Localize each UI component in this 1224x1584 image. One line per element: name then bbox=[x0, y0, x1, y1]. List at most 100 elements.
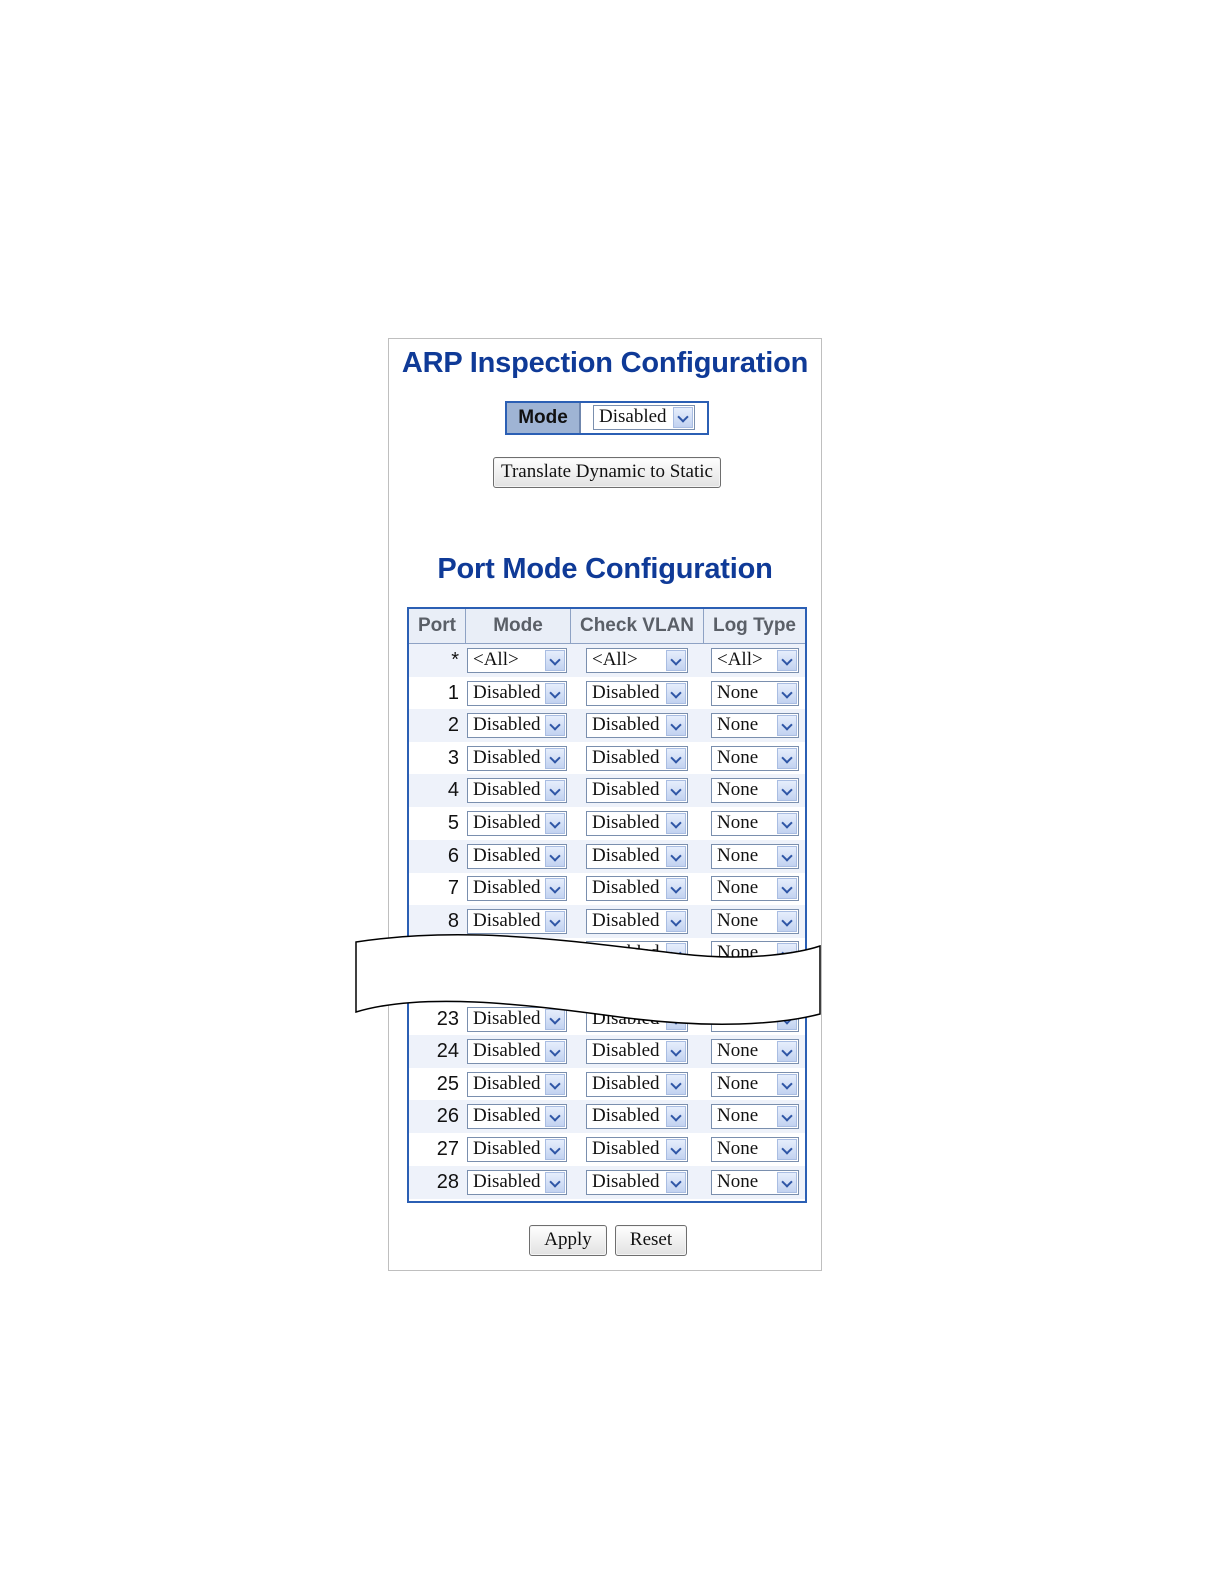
log-type-select[interactable]: None bbox=[711, 811, 799, 836]
port-mode-select[interactable]: Disabled bbox=[467, 1104, 567, 1130]
chevron-down-icon[interactable] bbox=[666, 1171, 686, 1193]
check-vlan-select[interactable]: Disabled bbox=[586, 1039, 688, 1065]
check-vlan-select[interactable]: Disabled bbox=[586, 1137, 688, 1162]
chevron-down-icon[interactable] bbox=[673, 407, 693, 428]
chevron-down-icon[interactable] bbox=[545, 845, 565, 867]
port-mode-select[interactable]: Disabled bbox=[467, 876, 567, 902]
chevron-down-icon[interactable] bbox=[545, 910, 565, 932]
log-type-select[interactable]: None bbox=[711, 843, 799, 869]
check-vlan-select[interactable]: Disabled bbox=[586, 1071, 688, 1097]
chevron-down-icon[interactable] bbox=[545, 780, 565, 802]
port-mode-select[interactable]: Disabled bbox=[467, 1137, 567, 1162]
chevron-down-icon[interactable] bbox=[666, 878, 686, 900]
chevron-down-icon[interactable] bbox=[666, 715, 686, 737]
log-type-select[interactable]: None bbox=[711, 713, 799, 739]
port-mode-select[interactable]: Disabled bbox=[467, 1071, 567, 1097]
port-number: 24 bbox=[436, 1040, 459, 1063]
chevron-down-icon[interactable] bbox=[666, 1041, 686, 1063]
chevron-down-icon[interactable] bbox=[777, 1139, 797, 1160]
chevron-down-icon[interactable] bbox=[545, 1139, 565, 1160]
port-mode-select[interactable]: Disabled bbox=[467, 811, 567, 836]
log-type-select[interactable]: None bbox=[711, 1137, 799, 1162]
port-mode-select[interactable]: Disabled bbox=[467, 713, 567, 739]
chevron-down-icon[interactable] bbox=[545, 878, 565, 900]
chevron-down-icon[interactable] bbox=[777, 813, 797, 834]
chevron-down-icon[interactable] bbox=[666, 747, 686, 769]
chevron-down-icon[interactable] bbox=[777, 910, 797, 932]
port-mode-select-value: Disabled bbox=[473, 1105, 541, 1127]
chevron-down-icon[interactable] bbox=[545, 682, 565, 704]
check-vlan-select[interactable]: Disabled bbox=[586, 713, 688, 739]
log-type-select[interactable]: <All> bbox=[711, 648, 799, 673]
log-type-select-value: None bbox=[717, 877, 759, 899]
chevron-down-icon[interactable] bbox=[777, 715, 797, 737]
log-type-select[interactable]: None bbox=[711, 876, 799, 902]
chevron-down-icon[interactable] bbox=[777, 878, 797, 900]
check-vlan-select[interactable]: Disabled bbox=[586, 680, 688, 706]
log-type-select[interactable]: None bbox=[711, 1169, 799, 1195]
check-vlan-select[interactable]: Disabled bbox=[586, 811, 688, 836]
log-type-select[interactable]: None bbox=[711, 1039, 799, 1065]
port-mode-select[interactable]: Disabled bbox=[467, 1169, 567, 1195]
chevron-down-icon[interactable] bbox=[777, 747, 797, 769]
chevron-down-icon[interactable] bbox=[777, 1041, 797, 1063]
chevron-down-icon[interactable] bbox=[666, 682, 686, 704]
apply-button[interactable]: Apply bbox=[529, 1225, 607, 1256]
chevron-down-icon[interactable] bbox=[666, 845, 686, 867]
chevron-down-icon[interactable] bbox=[777, 1171, 797, 1193]
log-type-select[interactable]: None bbox=[711, 778, 799, 804]
port-mode-select[interactable]: Disabled bbox=[467, 745, 567, 771]
port-mode-select[interactable]: Disabled bbox=[467, 680, 567, 706]
chevron-down-icon[interactable] bbox=[545, 1073, 565, 1095]
check-vlan-select-value: Disabled bbox=[592, 1105, 660, 1127]
chevron-down-icon[interactable] bbox=[545, 1106, 565, 1128]
port-mode-select-value: Disabled bbox=[473, 844, 541, 866]
chevron-down-icon[interactable] bbox=[545, 1171, 565, 1193]
log-type-select[interactable]: None bbox=[711, 1071, 799, 1097]
chevron-down-icon[interactable] bbox=[666, 813, 686, 834]
check-vlan-select[interactable]: Disabled bbox=[586, 843, 688, 869]
chevron-down-icon[interactable] bbox=[777, 845, 797, 867]
port-mode-select[interactable]: Disabled bbox=[467, 1006, 567, 1032]
check-vlan-select[interactable]: Disabled bbox=[586, 876, 688, 902]
chevron-down-icon[interactable] bbox=[666, 1139, 686, 1160]
chevron-down-icon[interactable] bbox=[545, 747, 565, 769]
port-mode-select[interactable]: Disabled bbox=[467, 843, 567, 869]
chevron-down-icon[interactable] bbox=[666, 910, 686, 932]
translate-dynamic-to-static-button[interactable]: Translate Dynamic to Static bbox=[493, 457, 721, 488]
check-vlan-select[interactable]: Disabled bbox=[586, 778, 688, 804]
log-type-select[interactable]: None bbox=[711, 1104, 799, 1130]
log-type-select[interactable]: None bbox=[711, 745, 799, 771]
log-type-select[interactable]: None bbox=[711, 680, 799, 706]
chevron-down-icon[interactable] bbox=[545, 813, 565, 834]
port-mode-select[interactable]: <All> bbox=[467, 648, 567, 673]
check-vlan-select[interactable]: <All> bbox=[586, 648, 688, 673]
chevron-down-icon[interactable] bbox=[777, 1073, 797, 1095]
log-type-select-value: None bbox=[717, 909, 759, 931]
chevron-down-icon[interactable] bbox=[545, 650, 565, 671]
chevron-down-icon[interactable] bbox=[666, 780, 686, 802]
header-check-vlan: Check VLAN bbox=[579, 615, 695, 636]
check-vlan-select[interactable]: Disabled bbox=[586, 1104, 688, 1130]
chevron-down-icon[interactable] bbox=[666, 1106, 686, 1128]
port-mode-select-value: Disabled bbox=[473, 812, 541, 833]
chevron-down-icon[interactable] bbox=[777, 682, 797, 704]
port-mode-select[interactable]: Disabled bbox=[467, 1039, 567, 1065]
header-divider bbox=[570, 609, 571, 643]
check-vlan-select[interactable]: Disabled bbox=[586, 1169, 688, 1195]
chevron-down-icon[interactable] bbox=[777, 780, 797, 802]
chevron-down-icon[interactable] bbox=[666, 650, 686, 671]
global-mode-select[interactable]: Disabled bbox=[593, 405, 695, 430]
reset-button[interactable]: Reset bbox=[615, 1225, 687, 1256]
port-mode-select[interactable]: Disabled bbox=[467, 908, 567, 934]
check-vlan-select[interactable]: Disabled bbox=[586, 745, 688, 771]
port-mode-select[interactable]: Disabled bbox=[467, 778, 567, 804]
port-mode-select-value: Disabled bbox=[473, 681, 541, 703]
chevron-down-icon[interactable] bbox=[777, 650, 797, 671]
chevron-down-icon[interactable] bbox=[777, 1106, 797, 1128]
chevron-down-icon[interactable] bbox=[545, 715, 565, 737]
check-vlan-select[interactable]: Disabled bbox=[586, 908, 688, 934]
chevron-down-icon[interactable] bbox=[545, 1041, 565, 1063]
log-type-select[interactable]: None bbox=[711, 908, 799, 934]
chevron-down-icon[interactable] bbox=[666, 1073, 686, 1095]
